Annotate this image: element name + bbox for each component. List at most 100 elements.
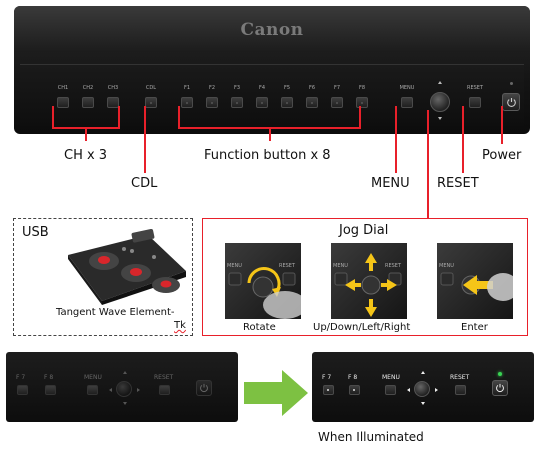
menu-callout-label: MENU <box>371 176 410 191</box>
jog-title: Jog Dial <box>339 223 389 238</box>
unlit-jog-dial[interactable] <box>116 381 132 397</box>
f8-button[interactable] <box>356 97 368 108</box>
panel-unlit: F 7 F 8 MENU RESET <box>6 352 238 422</box>
jog-up-arrow-icon <box>438 81 442 84</box>
power-led-lit <box>498 372 502 376</box>
jog-dial-panel: Jog Dial MENU RESET Rotate MENU RESET Up… <box>202 218 528 336</box>
f5-button[interactable] <box>281 97 293 108</box>
ch3-button[interactable] <box>107 97 119 108</box>
callout-line <box>501 106 503 144</box>
lit-f8-button[interactable] <box>349 385 360 395</box>
jog-rotate-photo: MENU RESET <box>225 243 301 319</box>
lit-reset-button[interactable] <box>455 385 466 395</box>
usb-caption-line1: Tangent Wave Element- <box>56 307 175 318</box>
green-arrow-icon <box>244 370 308 416</box>
f7-label: F7 <box>333 85 341 91</box>
reset-label: RESET <box>466 85 484 91</box>
power-icon <box>200 383 208 393</box>
unlit-menu-label: MENU <box>84 374 102 381</box>
unlit-right-arrow-icon <box>137 388 140 392</box>
lit-menu-label: MENU <box>382 374 400 381</box>
callout-line <box>359 106 361 128</box>
ch1-button[interactable] <box>57 97 69 108</box>
ch-callout-label: CH x 3 <box>64 148 108 163</box>
unlit-f7-button[interactable] <box>17 385 28 395</box>
power-icon <box>507 98 516 107</box>
monitor-bezel <box>14 6 530 52</box>
lit-f8-label: F 8 <box>348 374 358 381</box>
cdl-button[interactable] <box>145 97 157 108</box>
lit-menu-button[interactable] <box>385 385 396 395</box>
callout-line <box>427 110 429 218</box>
unlit-menu-button[interactable] <box>87 385 98 395</box>
unlit-reset-label: RESET <box>154 374 174 381</box>
lit-right-arrow-icon <box>435 388 438 392</box>
f1-label: F1 <box>183 85 191 91</box>
callout-line <box>118 106 120 128</box>
lit-reset-label: RESET <box>450 374 470 381</box>
usb-caption-line2: Tk <box>174 320 186 331</box>
ch1-label: CH1 <box>57 85 69 91</box>
f5-label: F5 <box>283 85 291 91</box>
jog-enter-photo: MENU <box>437 243 513 319</box>
callout-line <box>144 106 146 173</box>
power-button[interactable] <box>502 93 520 111</box>
callout-line <box>52 106 54 128</box>
lit-jog-dial[interactable] <box>414 381 430 397</box>
illuminated-caption: When Illuminated <box>318 430 424 444</box>
unlit-f7-label: F 7 <box>16 374 26 381</box>
unlit-f8-button[interactable] <box>45 385 56 395</box>
unlit-reset-button[interactable] <box>159 385 170 395</box>
jog-caption-enter: Enter <box>461 322 488 333</box>
f3-label: F3 <box>233 85 241 91</box>
callout-line <box>269 127 271 141</box>
jog-caption-direction: Up/Down/Left/Right <box>313 322 411 333</box>
usb-title: USB <box>22 225 49 240</box>
callout-line <box>85 127 87 141</box>
lit-f7-button[interactable] <box>323 385 334 395</box>
power-led <box>510 82 513 85</box>
f2-label: F2 <box>208 85 216 91</box>
jog-caption-rotate: Rotate <box>243 322 276 333</box>
f6-label: F6 <box>308 85 316 91</box>
brand-logo: Canon <box>240 20 304 40</box>
reset-callout-label: RESET <box>437 176 479 191</box>
menu-button[interactable] <box>401 97 413 108</box>
cdl-label: CDL <box>145 85 157 91</box>
reset-button[interactable] <box>469 97 481 108</box>
lit-down-arrow-icon <box>421 402 425 405</box>
f7-button[interactable] <box>331 97 343 108</box>
f4-label: F4 <box>258 85 266 91</box>
unlit-left-arrow-icon <box>109 388 112 392</box>
unlit-f8-label: F 8 <box>44 374 54 381</box>
lit-f7-label: F 7 <box>322 374 332 381</box>
unlit-power-button[interactable] <box>196 380 212 396</box>
unlit-down-arrow-icon <box>123 402 127 405</box>
power-icon <box>496 383 504 393</box>
f8-label: F8 <box>358 85 366 91</box>
jog-down-arrow-icon <box>438 117 442 120</box>
f2-button[interactable] <box>206 97 218 108</box>
f6-button[interactable] <box>306 97 318 108</box>
lit-power-button[interactable] <box>492 380 508 396</box>
ch2-label: CH2 <box>82 85 94 91</box>
f1-button[interactable] <box>181 97 193 108</box>
monitor-front-panel: Canon CH1 CH2 CH3 CDL F1 F2 F3 F4 F5 F6 … <box>14 6 530 134</box>
direction-arrows-icon <box>334 253 402 317</box>
power-callout-label: Power <box>482 148 522 163</box>
lit-up-arrow-icon <box>421 371 425 374</box>
callout-line <box>462 106 464 173</box>
f4-button[interactable] <box>256 97 268 108</box>
usb-panel: USB Tangent Wave Element- Tk <box>13 218 193 336</box>
function-callout-label: Function button x 8 <box>204 148 331 163</box>
callout-line <box>395 106 397 173</box>
rotate-arrows-icon <box>228 267 301 319</box>
enter-arrow-icon <box>440 272 513 301</box>
callout-line <box>178 106 180 128</box>
jog-dial[interactable] <box>430 92 450 112</box>
f3-button[interactable] <box>231 97 243 108</box>
unlit-up-arrow-icon <box>123 371 127 374</box>
ch2-button[interactable] <box>82 97 94 108</box>
ch3-label: CH3 <box>107 85 119 91</box>
tangent-controller-image <box>68 228 186 305</box>
